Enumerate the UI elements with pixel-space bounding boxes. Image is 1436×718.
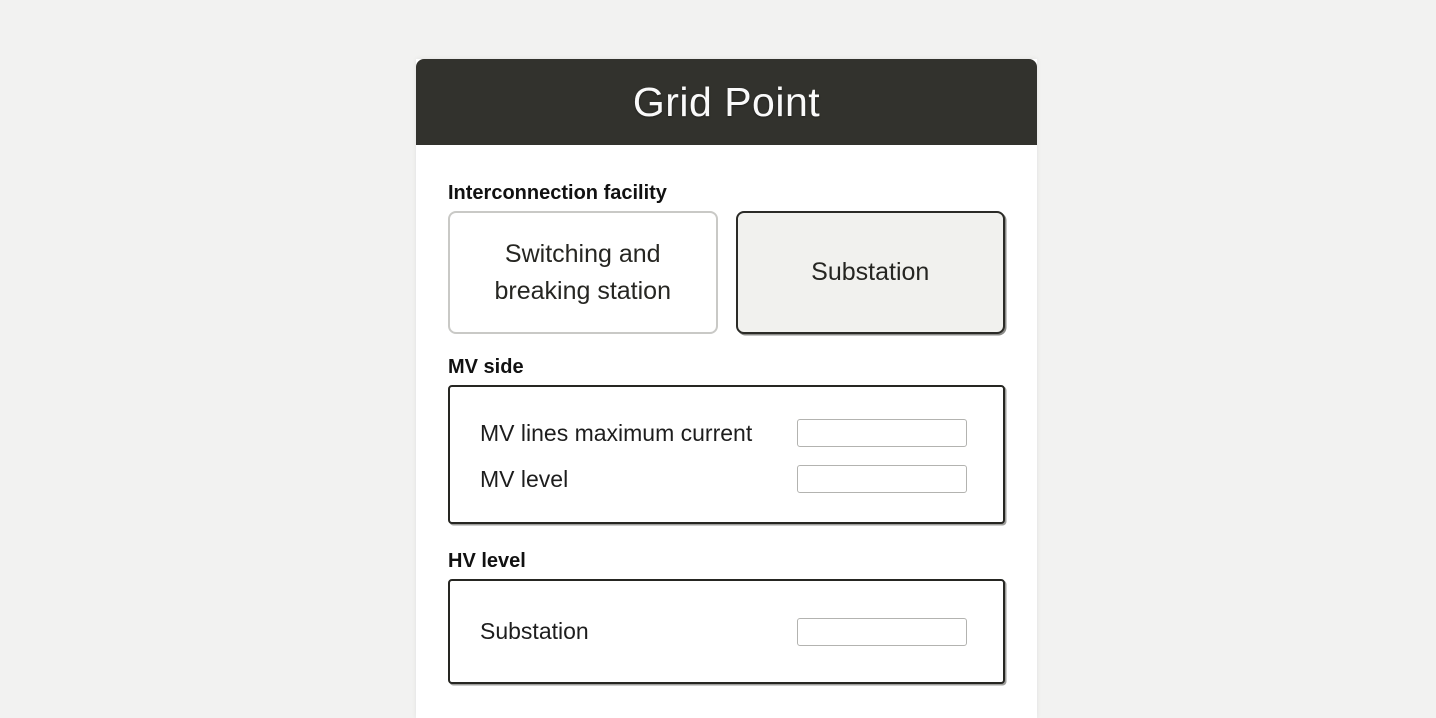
mv-level-input[interactable] (797, 465, 967, 493)
mv-level-row: MV level (480, 465, 967, 493)
option-switching-and-breaking-station[interactable]: Switching and breaking station (448, 211, 718, 334)
mv-lines-maximum-current-label: MV lines maximum current (480, 419, 753, 446)
option-substation[interactable]: Substation (735, 211, 1005, 334)
hv-substation-row: Substation (480, 617, 967, 646)
page-title: Grid Point (632, 78, 821, 125)
mv-lines-maximum-current-row: MV lines maximum current (480, 419, 967, 447)
mv-lines-maximum-current-input[interactable] (797, 419, 967, 447)
hv-level-box: Substation (448, 579, 1005, 684)
facility-option-group: Switching and breaking station Substatio… (448, 211, 1005, 334)
card-header: Grid Point (416, 59, 1037, 145)
card-body: Interconnection facility Switching and b… (416, 181, 1037, 684)
grid-point-card: Grid Point Interconnection facility Swit… (416, 59, 1037, 718)
mv-side-box: MV lines maximum current MV level (448, 385, 1005, 524)
interconnection-facility-label: Interconnection facility (448, 182, 667, 204)
hv-substation-label: Substation (480, 618, 589, 644)
hv-substation-input[interactable] (797, 617, 967, 646)
mv-level-label: MV level (480, 465, 569, 492)
mv-side-label: MV side (448, 356, 524, 378)
hv-level-label: HV level (448, 550, 526, 572)
